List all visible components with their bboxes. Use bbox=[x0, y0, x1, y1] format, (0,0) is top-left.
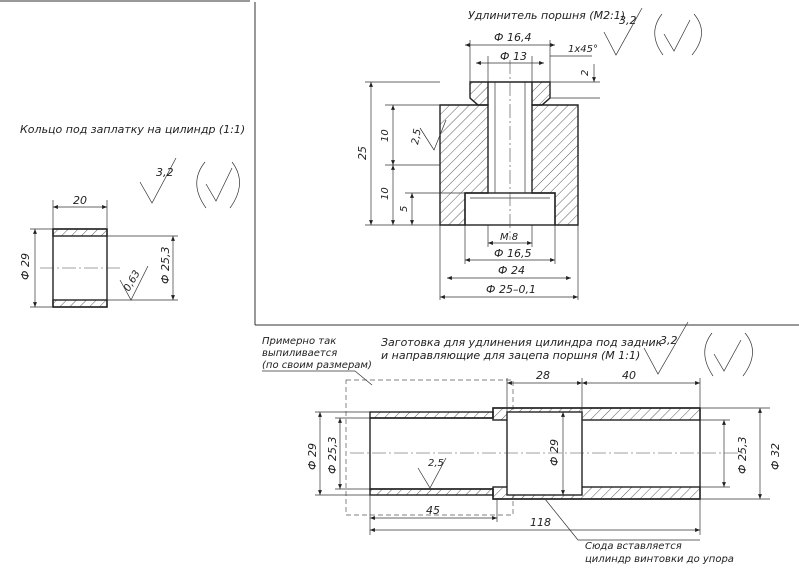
piston-dim-d25: Ф 25–0,1 bbox=[486, 283, 536, 296]
blank-dim-d253: Ф 25,3 bbox=[326, 437, 339, 474]
piston-dim-r25: 2,5 bbox=[410, 128, 424, 146]
piston-collar-left bbox=[469, 81, 489, 106]
ring-wall-top bbox=[52, 228, 108, 237]
piston-dim-h10b: 10 bbox=[380, 187, 391, 200]
ring-dim-length: 20 bbox=[73, 194, 87, 207]
blank-note-bottom-2: цилиндр винтовки до упора bbox=[585, 554, 734, 565]
blank-inner-sleeve bbox=[506, 411, 583, 496]
blank-dim-d29: Ф 29 bbox=[306, 443, 319, 470]
blank-note-bottom-1: Сюда вставляется bbox=[585, 541, 682, 552]
ring-title: Кольцо под заплатку на цилиндр (1:1) bbox=[20, 123, 245, 136]
blank-dim-l40: 40 bbox=[622, 369, 636, 382]
ring-roughness-value: 3,2 bbox=[156, 166, 174, 179]
ring-drawing: Кольцо под заплатку на цилиндр (1:1) 3,2… bbox=[19, 123, 245, 308]
blank-note-left-2: выпиливается bbox=[262, 348, 337, 359]
blank-roughness-symbol: 3,2 bbox=[643, 321, 753, 377]
blank-note-left-1: Примерно так bbox=[262, 336, 336, 347]
ring-roughness-symbol: 3,2 bbox=[139, 157, 240, 209]
blank-dim-d29-mid: Ф 29 bbox=[548, 439, 561, 466]
blank-title-line2: и направляющие для зацепа поршня (М 1:1) bbox=[381, 349, 640, 362]
piston-dim-two: 2 bbox=[580, 70, 591, 76]
piston-dim-h25: 25 bbox=[356, 146, 369, 160]
blank-dim-d253-right: Ф 25,3 bbox=[736, 437, 749, 474]
blank-drawing: Заготовка для удлинения цилиндра под зад… bbox=[262, 321, 782, 565]
ring-roughness-inner: 0,63 bbox=[122, 269, 143, 294]
piston-roughness-symbol: 3,2 bbox=[603, 7, 702, 56]
ring-wall-bottom bbox=[52, 299, 108, 308]
blank-dim-l118: 118 bbox=[530, 516, 551, 529]
blank-title-line1: Заготовка для удлинения цилиндра под зад… bbox=[381, 336, 663, 349]
blank-dim-l45: 45 bbox=[426, 504, 440, 517]
piston-dim-d164: Ф 16,4 bbox=[494, 31, 531, 44]
blank-wall-top-left bbox=[369, 411, 494, 419]
blank-dim-l28: 28 bbox=[536, 369, 550, 382]
piston-extension-title: Удлинитель поршня (М2:1) bbox=[468, 9, 625, 22]
piston-dim-d165: Ф 16,5 bbox=[494, 247, 531, 260]
ring-dim-outer-dia: Ф 29 bbox=[19, 253, 32, 280]
blank-dim-r25: 2,5 bbox=[428, 458, 444, 469]
piston-dim-h5: 5 bbox=[399, 206, 410, 212]
piston-dim-h10a: 10 bbox=[380, 129, 391, 142]
piston-dim-chamfer: 1х45° bbox=[568, 44, 598, 55]
blank-wall-bottom-left bbox=[369, 488, 494, 496]
piston-section-left bbox=[439, 104, 489, 226]
piston-dim-d24: Ф 24 bbox=[498, 264, 525, 277]
blank-roughness-value: 3,2 bbox=[660, 334, 678, 347]
piston-roughness-value: 3,2 bbox=[619, 14, 637, 27]
piston-collar-right bbox=[531, 81, 551, 106]
piston-dim-d13: Ф 13 bbox=[500, 50, 527, 63]
blank-dim-d32: Ф 32 bbox=[769, 443, 782, 470]
piston-extension-drawing: Удлинитель поршня (М2:1) 3,2 Ф 16,4 Ф 13 bbox=[356, 7, 702, 300]
blank-note-left-3: (по своим размерам) bbox=[262, 360, 372, 371]
piston-dim-m8: М 8 bbox=[500, 232, 518, 243]
ring-dim-inner-dia: Ф 25,3 bbox=[159, 247, 172, 284]
